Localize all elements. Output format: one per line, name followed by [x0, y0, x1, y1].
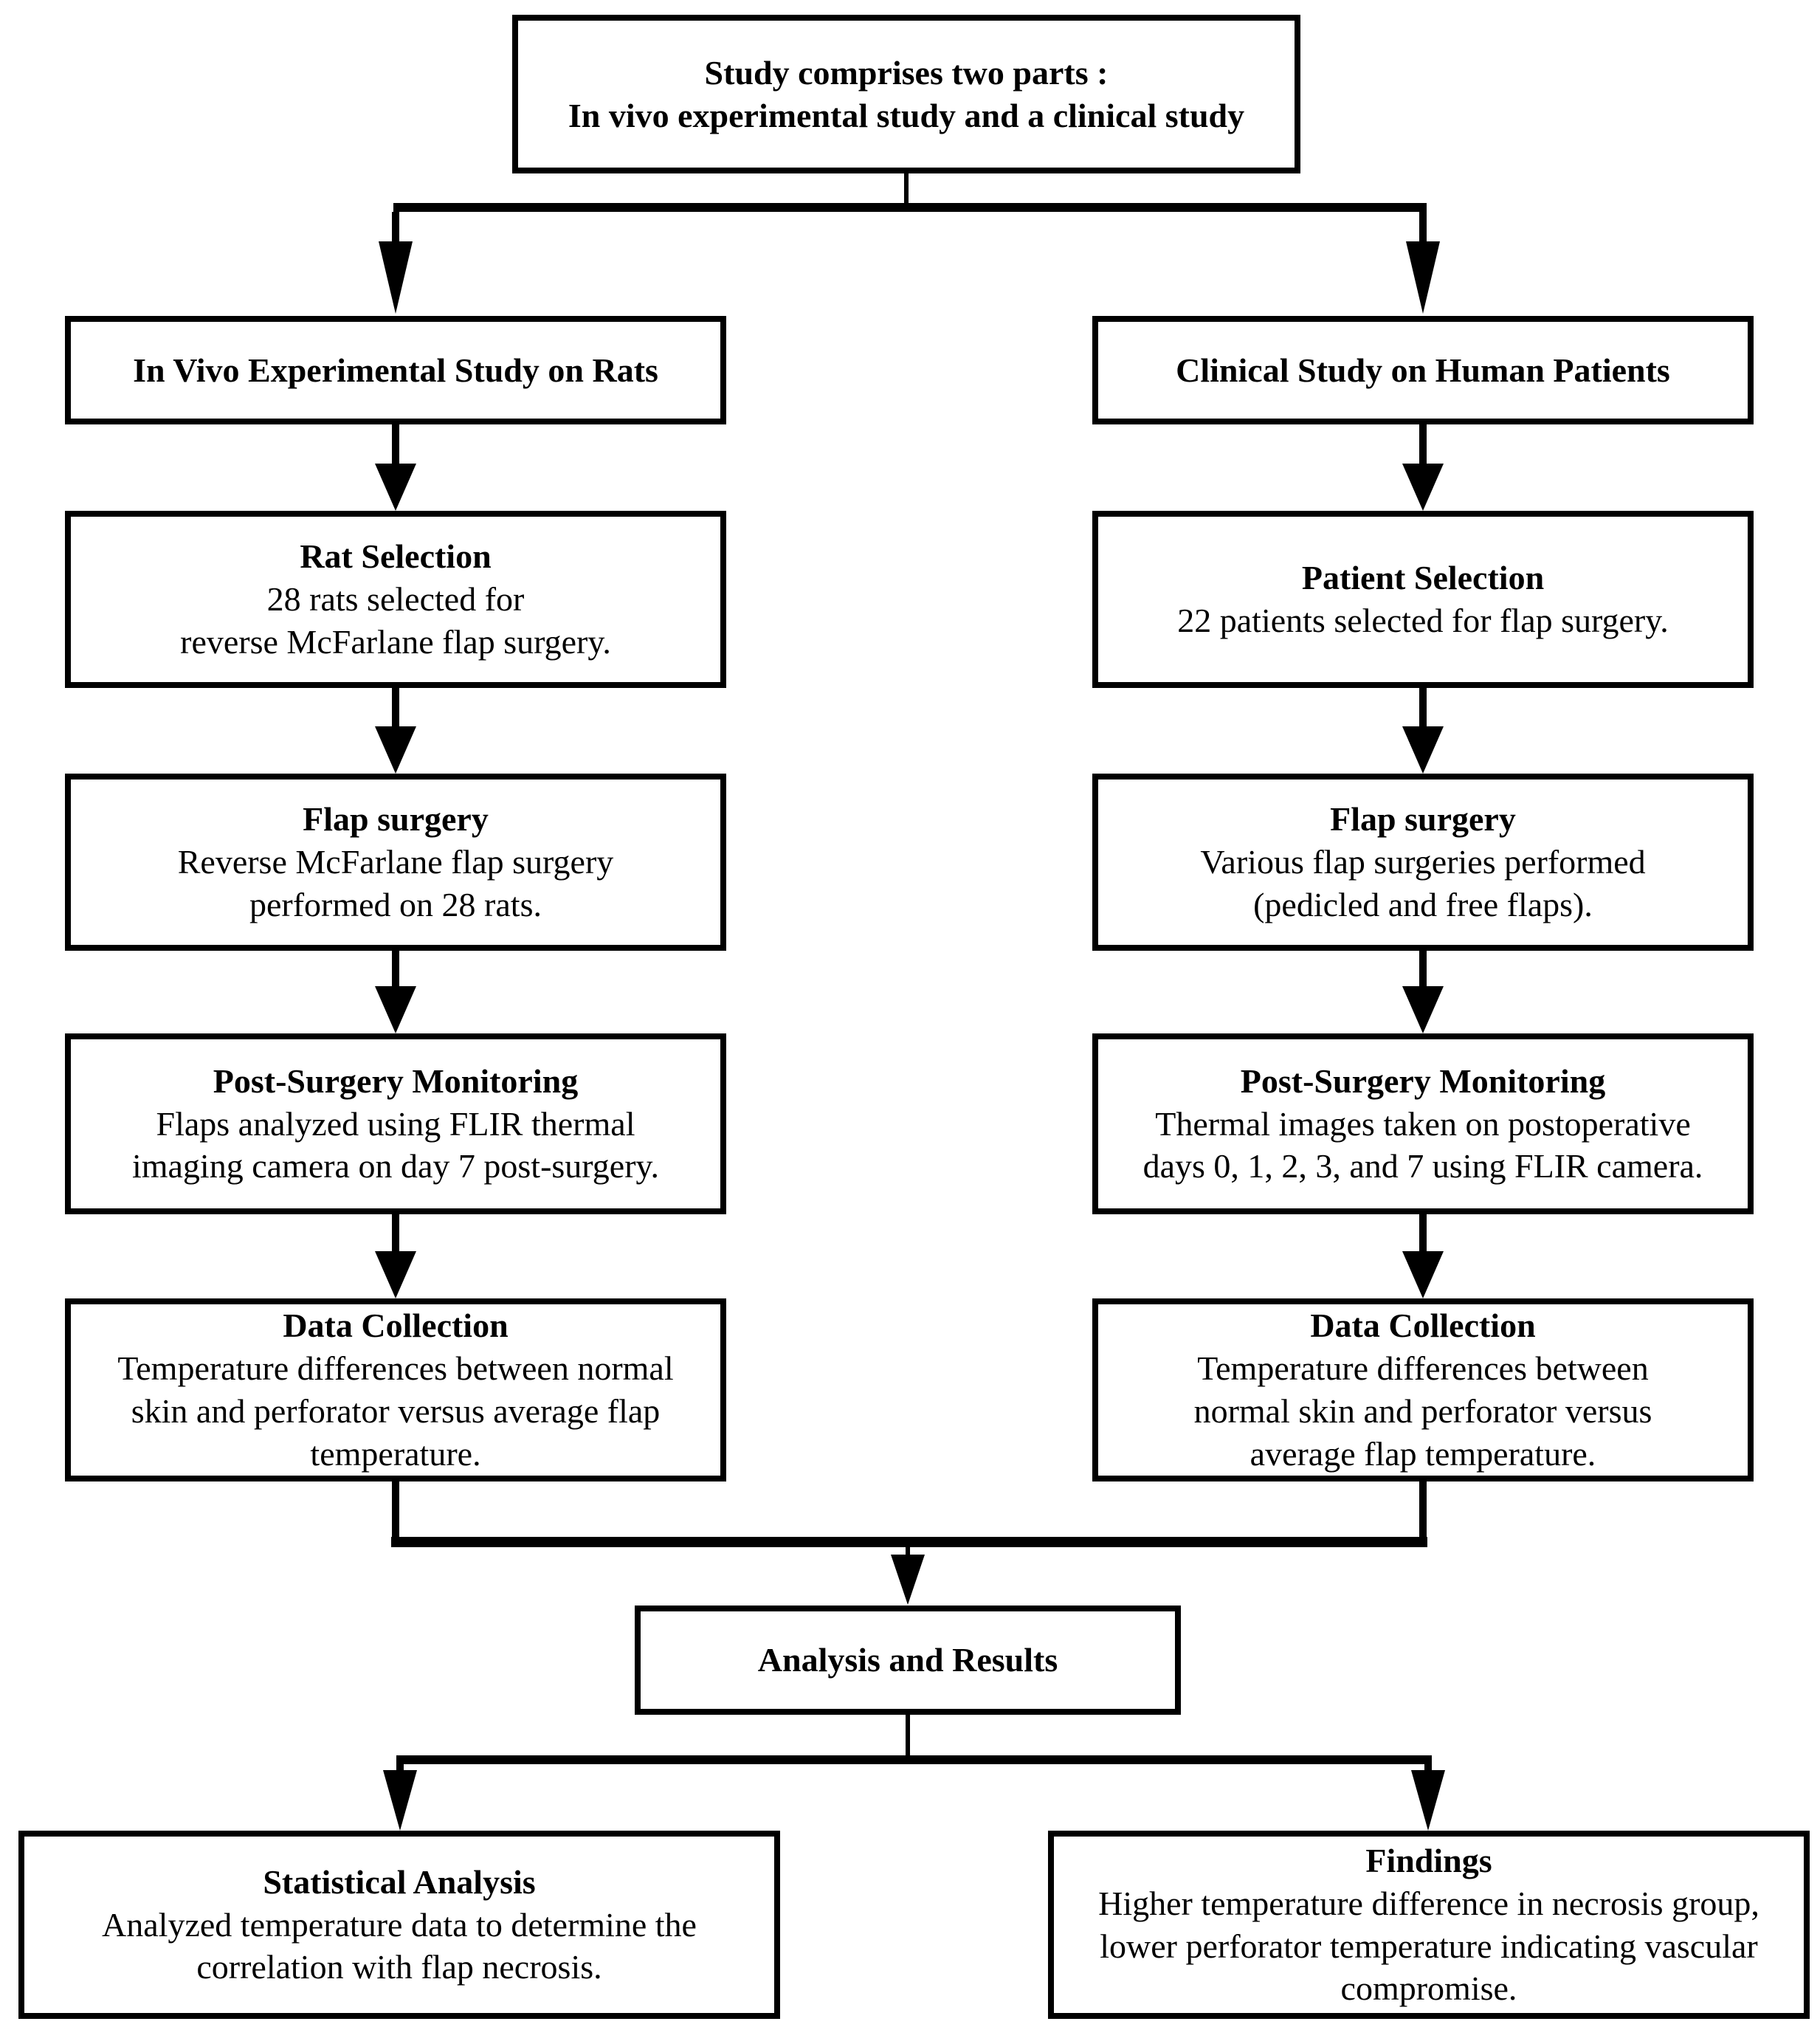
arrowhead-down-icon: [375, 726, 416, 774]
connector-bottom-stem: [906, 1715, 910, 1757]
connector-right-3: [1419, 951, 1427, 989]
outcome-box-findings: Findings Higher temperature difference i…: [1048, 1831, 1810, 2019]
step-title: Patient Selection: [1301, 559, 1545, 597]
step-box-patient-selection: Patient Selection 22 patients selected f…: [1092, 511, 1754, 688]
step-box-rat-selection: Rat Selection 28 rats selected for rever…: [65, 511, 726, 688]
step-body: Thermal images taken on postoperative da…: [1142, 1104, 1703, 1185]
merge-box-analysis-results: Analysis and Results: [635, 1606, 1181, 1715]
step-body: 22 patients selected for flap surgery.: [1177, 602, 1669, 639]
connector-top-left-drop: [392, 212, 399, 243]
step-body: Flaps analyzed using FLIR thermal imagin…: [131, 1104, 660, 1185]
outcome-title: Statistical Analysis: [263, 1862, 536, 1901]
step-box-data-collection-patients: Data Collection Temperature differences …: [1092, 1298, 1754, 1481]
connector-merge-center-stem: [906, 1547, 910, 1559]
connector-left-4: [392, 1214, 399, 1254]
step-box-post-surgery-monitoring-patients: Post-Surgery Monitoring Thermal images t…: [1092, 1033, 1754, 1214]
outcome-title: Findings: [1365, 1841, 1492, 1879]
outcome-body: Higher temperature difference in necrosi…: [1098, 1884, 1759, 2008]
outcome-body: Analyzed temperature data to determine t…: [102, 1905, 697, 1986]
branch-header-rats-label: In Vivo Experimental Study on Rats: [133, 351, 658, 389]
connector-merge-right-drop: [1419, 1481, 1427, 1538]
step-body: Temperature differences between normal s…: [117, 1349, 674, 1473]
connector-bottom-right-drop: [1424, 1764, 1432, 1773]
arrowhead-down-icon: [383, 1770, 417, 1831]
connector-left-2: [392, 688, 399, 729]
step-box-post-surgery-monitoring-rats: Post-Surgery Monitoring Flaps analyzed u…: [65, 1033, 726, 1214]
connector-right-4: [1419, 1214, 1427, 1254]
step-title: Post-Surgery Monitoring: [1240, 1061, 1606, 1100]
root-box-text: Study comprises two parts : In vivo expe…: [568, 53, 1245, 134]
arrowhead-down-icon: [379, 241, 413, 314]
branch-header-rats: In Vivo Experimental Study on Rats: [65, 316, 726, 424]
step-box-flap-surgery-patients: Flap surgery Various flap surgeries perf…: [1092, 774, 1754, 951]
step-title: Flap surgery: [303, 800, 489, 839]
step-title: Data Collection: [1310, 1307, 1536, 1345]
step-body: Various flap surgeries performed (pedicl…: [1200, 843, 1646, 923]
step-body: Temperature differences between normal s…: [1193, 1349, 1652, 1473]
arrowhead-down-icon: [1411, 1770, 1445, 1831]
arrowhead-down-icon: [1402, 986, 1444, 1033]
step-title: Post-Surgery Monitoring: [213, 1061, 579, 1100]
connector-right-1: [1419, 424, 1427, 466]
arrowhead-down-icon: [1406, 241, 1440, 314]
arrowhead-down-icon: [1402, 1251, 1444, 1298]
connector-right-2: [1419, 688, 1427, 729]
connector-root-stem: [904, 173, 909, 204]
step-body: Reverse McFarlane flap surgery performed…: [177, 843, 614, 923]
arrowhead-down-icon: [1402, 726, 1444, 774]
connector-bottom-left-drop: [396, 1764, 404, 1773]
step-body: 28 rats selected for reverse McFarlane f…: [180, 580, 611, 661]
arrowhead-down-icon: [891, 1555, 925, 1605]
step-box-flap-surgery-rats: Flap surgery Reverse McFarlane flap surg…: [65, 774, 726, 951]
connector-bottom-split-horizontal: [396, 1755, 1432, 1764]
step-title: Data Collection: [283, 1307, 509, 1345]
connector-left-1: [392, 424, 399, 466]
merge-box-label: Analysis and Results: [757, 1641, 1058, 1679]
arrowhead-down-icon: [375, 986, 416, 1033]
connector-merge-horizontal: [391, 1537, 1427, 1547]
step-title: Flap surgery: [1330, 800, 1516, 839]
step-title: Rat Selection: [300, 537, 492, 576]
root-box: Study comprises two parts : In vivo expe…: [512, 15, 1300, 173]
branch-header-patients-label: Clinical Study on Human Patients: [1176, 351, 1670, 389]
branch-header-patients: Clinical Study on Human Patients: [1092, 316, 1754, 424]
connector-merge-left-drop: [392, 1481, 399, 1538]
outcome-box-statistical-analysis: Statistical Analysis Analyzed temperatur…: [18, 1831, 780, 2019]
connector-left-3: [392, 951, 399, 989]
connector-top-split-horizontal: [393, 203, 1427, 212]
step-box-data-collection-rats: Data Collection Temperature differences …: [65, 1298, 726, 1481]
connector-top-right-drop: [1419, 212, 1427, 243]
arrowhead-down-icon: [375, 1251, 416, 1298]
arrowhead-down-icon: [375, 464, 416, 511]
arrowhead-down-icon: [1402, 464, 1444, 511]
